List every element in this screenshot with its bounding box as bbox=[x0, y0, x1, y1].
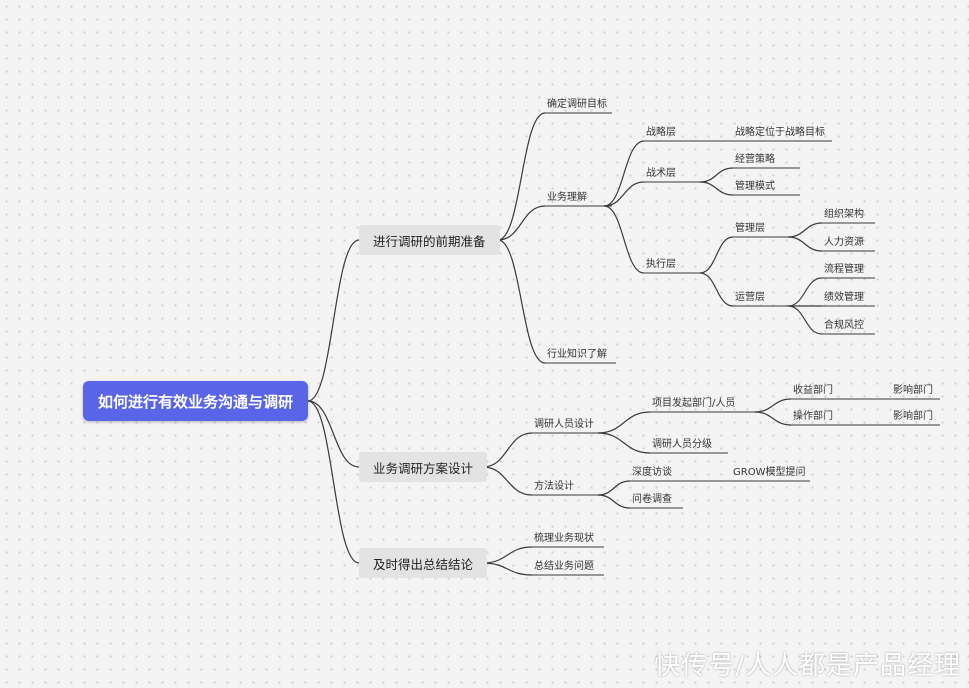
connector-line bbox=[307, 400, 360, 564]
node-grow-model[interactable]: GROW模型提问 bbox=[733, 467, 806, 478]
node-management-mode[interactable]: 管理模式 bbox=[735, 181, 775, 192]
node-method-design[interactable]: 方法设计 bbox=[534, 481, 574, 492]
connector-line bbox=[497, 112, 546, 241]
node-questionnaire[interactable]: 问卷调查 bbox=[632, 494, 672, 505]
watermark-text: 快传号/人人都是产品经理 bbox=[654, 651, 961, 681]
branch-preparation[interactable]: 进行调研的前期准备 bbox=[359, 225, 500, 255]
node-org-structure[interactable]: 组织架构 bbox=[824, 209, 864, 220]
connector-line bbox=[307, 400, 360, 468]
connector-line bbox=[597, 411, 651, 434]
connector-line bbox=[482, 466, 533, 496]
branch-plan-design[interactable]: 业务调研方案设计 bbox=[359, 452, 488, 482]
connector-line bbox=[497, 239, 546, 364]
connector-line bbox=[307, 239, 360, 402]
node-process-management[interactable]: 流程管理 bbox=[824, 264, 864, 275]
connector-line bbox=[699, 167, 734, 183]
node-strategic-positioning[interactable]: 战略定位于战略目标 bbox=[735, 127, 825, 138]
node-sort-current-state[interactable]: 梳理业务现状 bbox=[534, 533, 594, 544]
connector-line bbox=[597, 432, 651, 454]
connector-line bbox=[482, 562, 533, 576]
node-management-layer[interactable]: 管理层 bbox=[735, 223, 765, 234]
node-affected-department-2[interactable]: 影响部门 bbox=[893, 411, 933, 422]
connector-line bbox=[754, 398, 792, 413]
node-affected-department-1[interactable]: 影响部门 bbox=[893, 385, 933, 396]
connector-line bbox=[497, 205, 546, 241]
node-project-initiator[interactable]: 项目发起部门/人员 bbox=[652, 398, 736, 409]
node-operation-department[interactable]: 操作部门 bbox=[793, 411, 833, 422]
branch-conclusion[interactable]: 及时得出总结结论 bbox=[359, 548, 488, 578]
node-business-understanding[interactable]: 业务理解 bbox=[547, 192, 587, 203]
node-business-strategy[interactable]: 经营策略 bbox=[735, 154, 775, 165]
connector-line bbox=[787, 236, 823, 252]
connector-line bbox=[699, 181, 734, 196]
node-operation-layer[interactable]: 运营层 bbox=[735, 292, 765, 303]
node-summarize-problems[interactable]: 总结业务问题 bbox=[534, 561, 594, 572]
connector-line bbox=[597, 494, 631, 509]
connector-line bbox=[482, 546, 533, 564]
connector-line bbox=[787, 222, 823, 238]
node-benefit-department[interactable]: 收益部门 bbox=[793, 385, 833, 396]
node-performance-management[interactable]: 绩效管理 bbox=[824, 292, 864, 303]
connector-line bbox=[597, 480, 631, 496]
connector-line bbox=[787, 305, 823, 335]
connector-line bbox=[699, 236, 734, 274]
connector-line bbox=[603, 140, 645, 207]
node-strategy-layer[interactable]: 战略层 bbox=[646, 127, 676, 138]
node-tactic-layer[interactable]: 战术层 bbox=[646, 168, 676, 179]
connector-line bbox=[787, 277, 823, 307]
node-personnel-design[interactable]: 调研人员设计 bbox=[534, 419, 594, 430]
node-researcher-grading[interactable]: 调研人员分级 bbox=[652, 439, 712, 450]
node-execution-layer[interactable]: 执行层 bbox=[646, 259, 676, 270]
connector-line bbox=[603, 205, 645, 274]
root-topic[interactable]: 如何进行有效业务沟通与调研 bbox=[83, 381, 308, 421]
connector-line bbox=[754, 411, 792, 426]
node-depth-interview[interactable]: 深度访谈 bbox=[632, 467, 672, 478]
node-human-resources[interactable]: 人力资源 bbox=[824, 237, 864, 248]
node-industry-knowledge[interactable]: 行业知识了解 bbox=[547, 349, 607, 360]
node-define-goal[interactable]: 确定调研目标 bbox=[547, 99, 607, 110]
node-compliance-risk[interactable]: 合规风控 bbox=[824, 320, 864, 331]
connector-line bbox=[699, 272, 734, 307]
connector-line bbox=[482, 432, 533, 468]
connector-line bbox=[603, 181, 645, 207]
